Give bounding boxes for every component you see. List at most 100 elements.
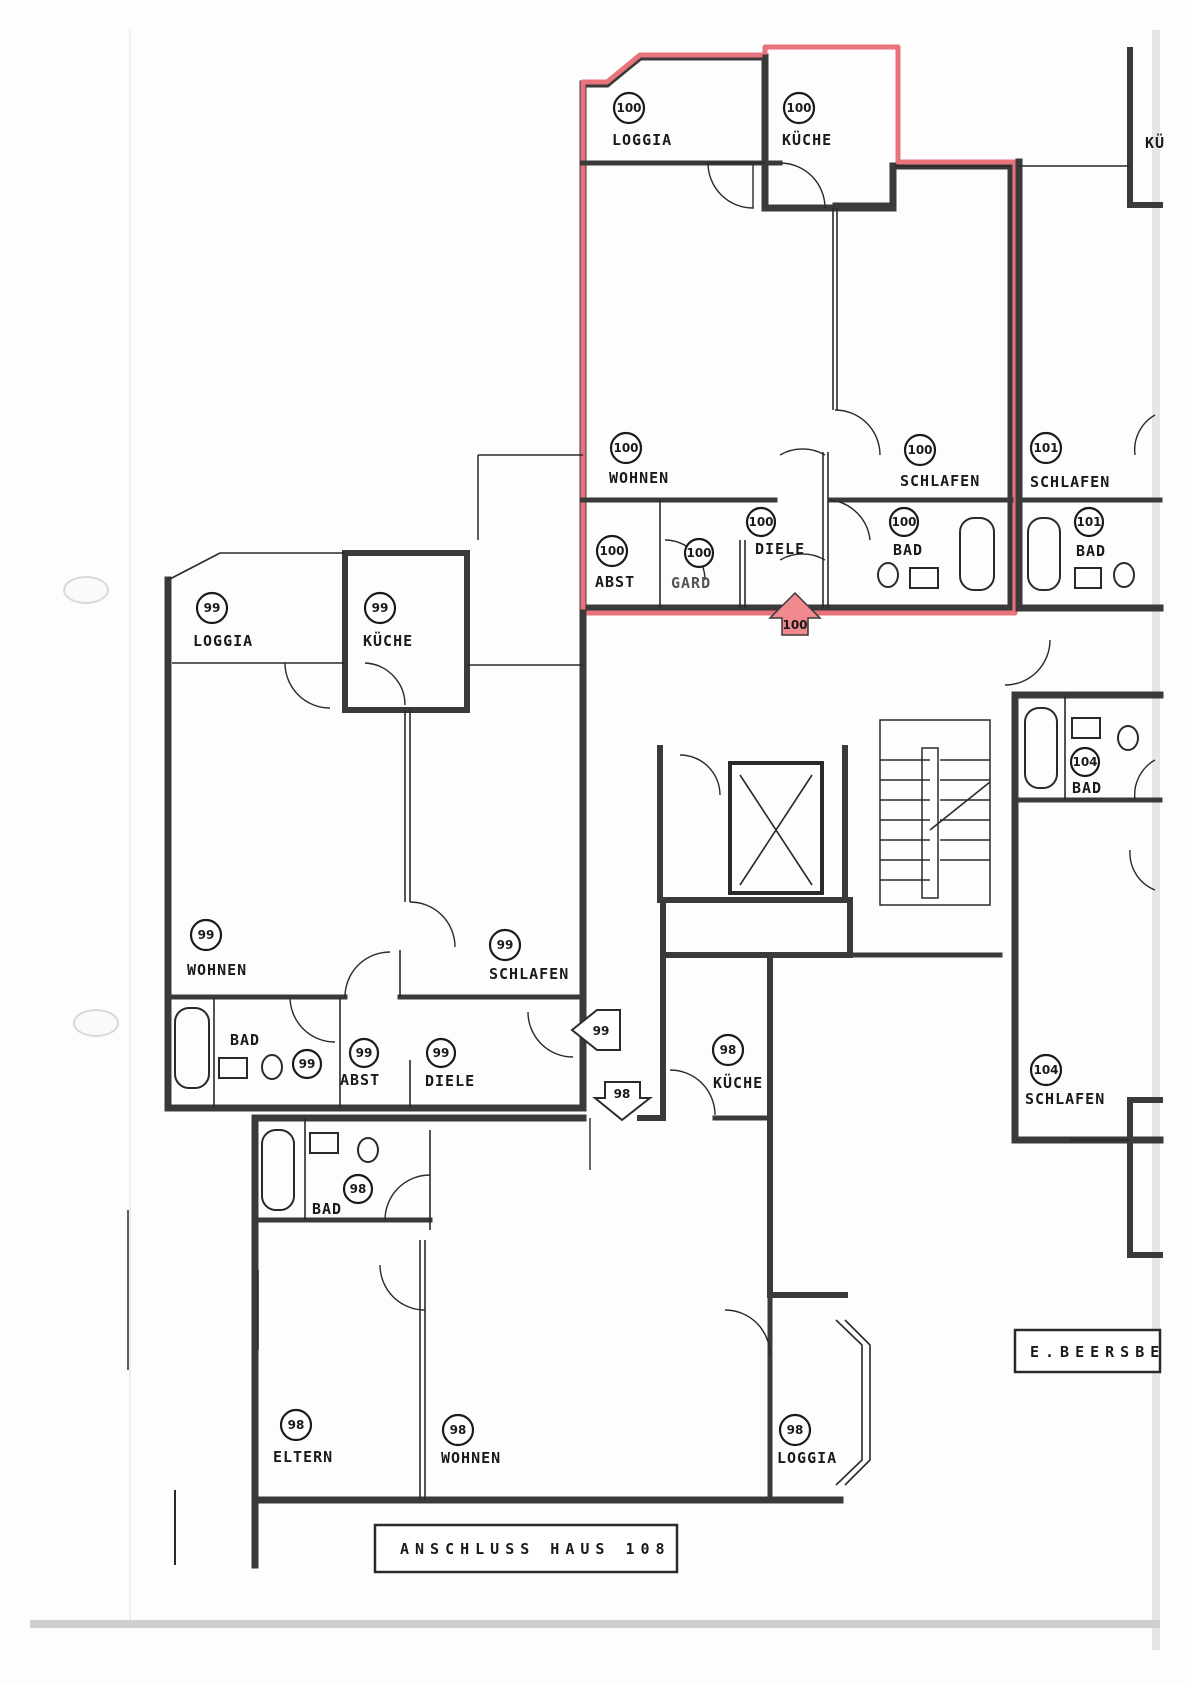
- door-swing: [724, 1309, 771, 1356]
- sink-icon: [218, 1057, 248, 1079]
- title-right: E.BEERSBE: [1013, 1328, 1165, 1374]
- abst-99-label: ABST: [340, 1071, 380, 1089]
- schlafen-100-label: SCHLAFEN: [900, 472, 980, 490]
- sink-icon: [1071, 717, 1101, 739]
- room-number-badge: [903, 433, 937, 467]
- wohnen-98-number: 98: [450, 1423, 467, 1437]
- bad-100-number: 100: [891, 515, 916, 529]
- loggia-98-number: 98: [787, 1423, 804, 1437]
- unit-101-walls: [1015, 158, 1164, 612]
- door-swing: [1133, 759, 1156, 801]
- door-swing: [344, 951, 391, 998]
- door-swing: [669, 1069, 716, 1116]
- bathtub-icon: [1024, 707, 1058, 789]
- wall: [637, 952, 666, 1121]
- entrance-arrow-100: [768, 591, 822, 636]
- bathtub-icon: [261, 1129, 295, 1211]
- wohnen-100-number: 100: [613, 441, 638, 455]
- toilet-icon: [261, 1054, 283, 1080]
- unit-104: 104 BAD 104 SCHLAFEN: [1011, 691, 1164, 1258]
- elevator-shaft: [728, 761, 824, 895]
- room-number-badge: [195, 591, 229, 625]
- kueche-98-label: KÜCHE: [713, 1073, 763, 1092]
- door-swing: [829, 499, 871, 541]
- schlafen-100-number: 100: [907, 443, 932, 457]
- elevator-cross: [739, 774, 813, 886]
- bad-101-number: 101: [1076, 515, 1101, 529]
- toilet-icon: [357, 1137, 379, 1163]
- bad-100-label: BAD: [893, 541, 923, 559]
- loggia-100-label: LOGGIA: [612, 131, 672, 149]
- loggia-99-number: 99: [204, 601, 221, 615]
- room-number-badge: [342, 1173, 374, 1205]
- room-number-badge: [888, 506, 920, 538]
- door-swing: [779, 162, 826, 209]
- kueche-101-label: KÜ: [1145, 133, 1165, 152]
- door-swing: [834, 409, 881, 456]
- room-number-badge: [745, 506, 777, 538]
- room-number-badge: [348, 1037, 380, 1069]
- unit-99-walls: [164, 576, 587, 1112]
- bad-98-number: 98: [350, 1182, 367, 1196]
- unit-99: 99 LOGGIA 99 KÜCHE 99 WOHNEN 99 SCHLAFEN…: [164, 550, 621, 1112]
- unit-101: KÜ 101 SCHLAFEN 101 BAD: [1015, 47, 1165, 612]
- wall: [1127, 1097, 1163, 1258]
- room-number-badge: [1073, 506, 1105, 538]
- room-number-badge: [609, 431, 643, 465]
- gard-100-label: GARD: [671, 574, 711, 592]
- eltern-98-label: ELTERN: [273, 1448, 333, 1466]
- door-swing: [1004, 639, 1051, 686]
- bad-101-label: BAD: [1076, 542, 1106, 560]
- title-bottom-frame: [373, 1523, 679, 1574]
- unit-101-walls: [1127, 47, 1163, 208]
- toilet-icon: [877, 562, 899, 588]
- entrance-arrow-99: [570, 1009, 621, 1051]
- door-swing: [1129, 849, 1156, 891]
- bad-99-number: 99: [299, 1057, 316, 1071]
- wall: [167, 552, 221, 581]
- schlafen-104-number: 104: [1033, 1063, 1058, 1077]
- room-number-badge: [363, 591, 397, 625]
- stairs: [879, 719, 991, 906]
- entrance-99-number: 99: [593, 1024, 610, 1038]
- title-bottom: ANSCHLUSS HAUS 108: [373, 1523, 679, 1574]
- title-right-text: E.BEERSBE: [1030, 1343, 1165, 1361]
- binder-hole-bottom: [73, 1009, 119, 1037]
- door-swing: [527, 1011, 574, 1058]
- wall: [767, 957, 848, 1298]
- door-swing: [409, 901, 456, 948]
- abst-100-label: ABST: [595, 573, 635, 591]
- door-swing: [779, 448, 826, 456]
- loggia-98-bay: [835, 1319, 863, 1486]
- loggia-100-number: 100: [616, 101, 641, 115]
- schlafen-104-label: SCHLAFEN: [1025, 1090, 1105, 1108]
- entrance-arrow-98: [592, 1081, 653, 1122]
- loggia-99-label: LOGGIA: [193, 632, 253, 650]
- abst-99-number: 99: [356, 1046, 373, 1060]
- gard-100-number: 100: [686, 546, 711, 560]
- binder-hole-top: [63, 576, 109, 604]
- loggia-98-bay: [844, 1319, 871, 1486]
- room-number-badge: [711, 1033, 745, 1067]
- schlafen-101-label: SCHLAFEN: [1030, 473, 1110, 491]
- room-number-badge: [1029, 431, 1063, 465]
- bathtub-icon: [959, 517, 995, 591]
- unit-98: 98 KÜCHE 98 BAD 98 ELTERN 98 WOHNEN 98 L…: [251, 952, 871, 1569]
- diele-99-number: 99: [433, 1046, 450, 1060]
- door-swing: [779, 553, 826, 561]
- door-swing: [379, 1264, 426, 1311]
- room-number-badge: [425, 1037, 457, 1069]
- room-number-badge: [279, 1408, 313, 1442]
- sink-icon: [309, 1132, 339, 1154]
- kueche-99-label: KÜCHE: [363, 631, 413, 650]
- sink-icon: [909, 567, 939, 589]
- bathtub-icon: [174, 1007, 210, 1089]
- room-number-badge: [612, 91, 646, 125]
- paper-edge-bottom: [30, 1620, 1160, 1628]
- room-number-badge: [778, 1413, 812, 1447]
- schlafen-101-number: 101: [1033, 441, 1058, 455]
- title-right-frame: [1013, 1328, 1162, 1374]
- bad-99-label: BAD: [230, 1031, 260, 1049]
